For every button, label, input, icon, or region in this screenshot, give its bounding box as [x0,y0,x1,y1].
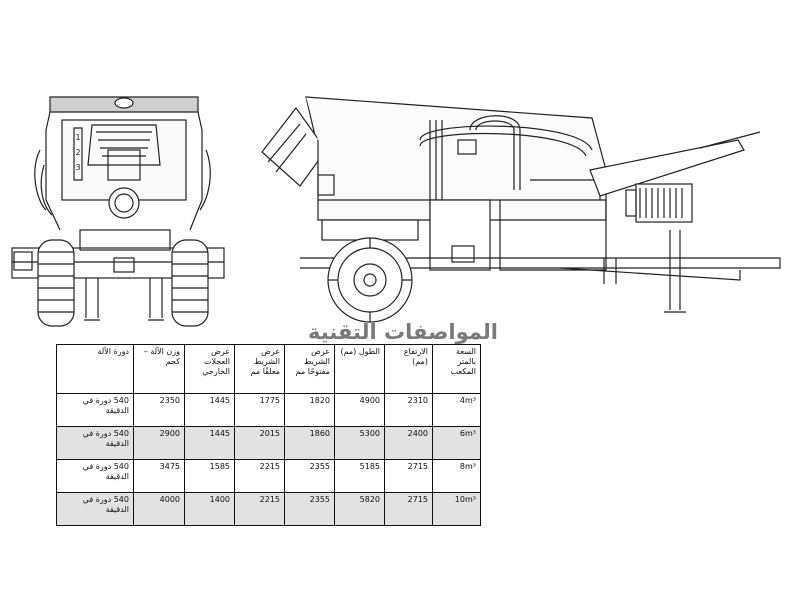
cell-speed: 540 دورة في الدقيقة [56,426,134,460]
cell-capacity: 10m³ [454,495,476,504]
header-belt-open: عرض الشريط مفتوحًا مم [284,344,335,394]
cell-wheel-width: 1400 [184,492,235,526]
cell-weight: 4000 [133,492,185,526]
brand-logo [114,97,134,109]
cell-speed: 540 دورة في الدقيقة [56,393,134,427]
cell-belt-open: 1820 [284,393,335,427]
front-wheel-left [37,239,75,327]
header-length: الطول (مم) [334,344,385,394]
cell-belt-closed: 2215 [234,459,285,493]
cell-length: 5300 [334,426,385,460]
cell-capacity: 8m³ [459,462,476,471]
cell-belt-open: 2355 [284,459,335,493]
cell-wheel-width: 1585 [184,459,235,493]
cell-height: 2715 [384,459,433,493]
side-view [261,96,781,323]
table-row: 6m³ 2400 5300 1860 2015 1445 2900 540 دو… [56,426,481,460]
cell-length: 5820 [334,492,385,526]
table-header-row: السعة بالمتر المكعب الارتفاع (مم) الطول … [56,344,481,394]
svg-text:1: 1 [75,133,80,142]
table-row: 8m³ 2715 5185 2355 2215 1585 3475 540 دو… [56,459,481,493]
cell-height: 2715 [384,492,433,526]
cell-weight: 2900 [133,426,185,460]
side-wheel [327,237,413,323]
front-wheel-right [171,239,209,327]
cell-weight: 3475 [133,459,185,493]
table-row: 4m³ 2310 4900 1820 1775 1445 2350 540 دو… [56,393,481,427]
header-wheel-width: عرض العجلات الخارجي [184,344,235,394]
front-view: 1 2 3 [11,96,225,327]
table-row: 10m³ 2715 5820 2355 2215 1400 4000 540 د… [56,492,481,526]
cell-belt-closed: 1775 [234,393,285,427]
cell-speed: 540 دورة في الدقيقة [56,459,134,493]
cell-length: 5185 [334,459,385,493]
header-belt-closed: عرض الشريط مغلقًا مم [234,344,285,394]
cell-weight: 2350 [133,393,185,427]
machine-technical-drawing: 1 2 3 [11,96,781,327]
page-title: المواصفات التقنية [308,320,498,344]
header-weight: وزن الآلة – كجم [133,344,185,394]
svg-text:2: 2 [75,148,80,157]
cell-wheel-width: 1445 [184,426,235,460]
cell-length: 4900 [334,393,385,427]
specifications-table: السعة بالمتر المكعب الارتفاع (مم) الطول … [56,344,481,526]
cell-belt-open: 1860 [284,426,335,460]
cell-belt-open: 2355 [284,492,335,526]
header-capacity: السعة بالمتر المكعب [432,344,481,394]
cell-wheel-width: 1445 [184,393,235,427]
cell-capacity: 6m³ [459,429,476,438]
cell-height: 2400 [384,426,433,460]
cell-speed: 540 دورة في الدقيقة [56,492,134,526]
cell-capacity: 4m³ [459,396,476,405]
svg-text:3: 3 [75,163,80,172]
cell-belt-closed: 2015 [234,426,285,460]
cell-height: 2310 [384,393,433,427]
header-speed: دورة الآلة [56,344,134,394]
cell-belt-closed: 2215 [234,492,285,526]
header-height: الارتفاع (مم) [384,344,433,394]
